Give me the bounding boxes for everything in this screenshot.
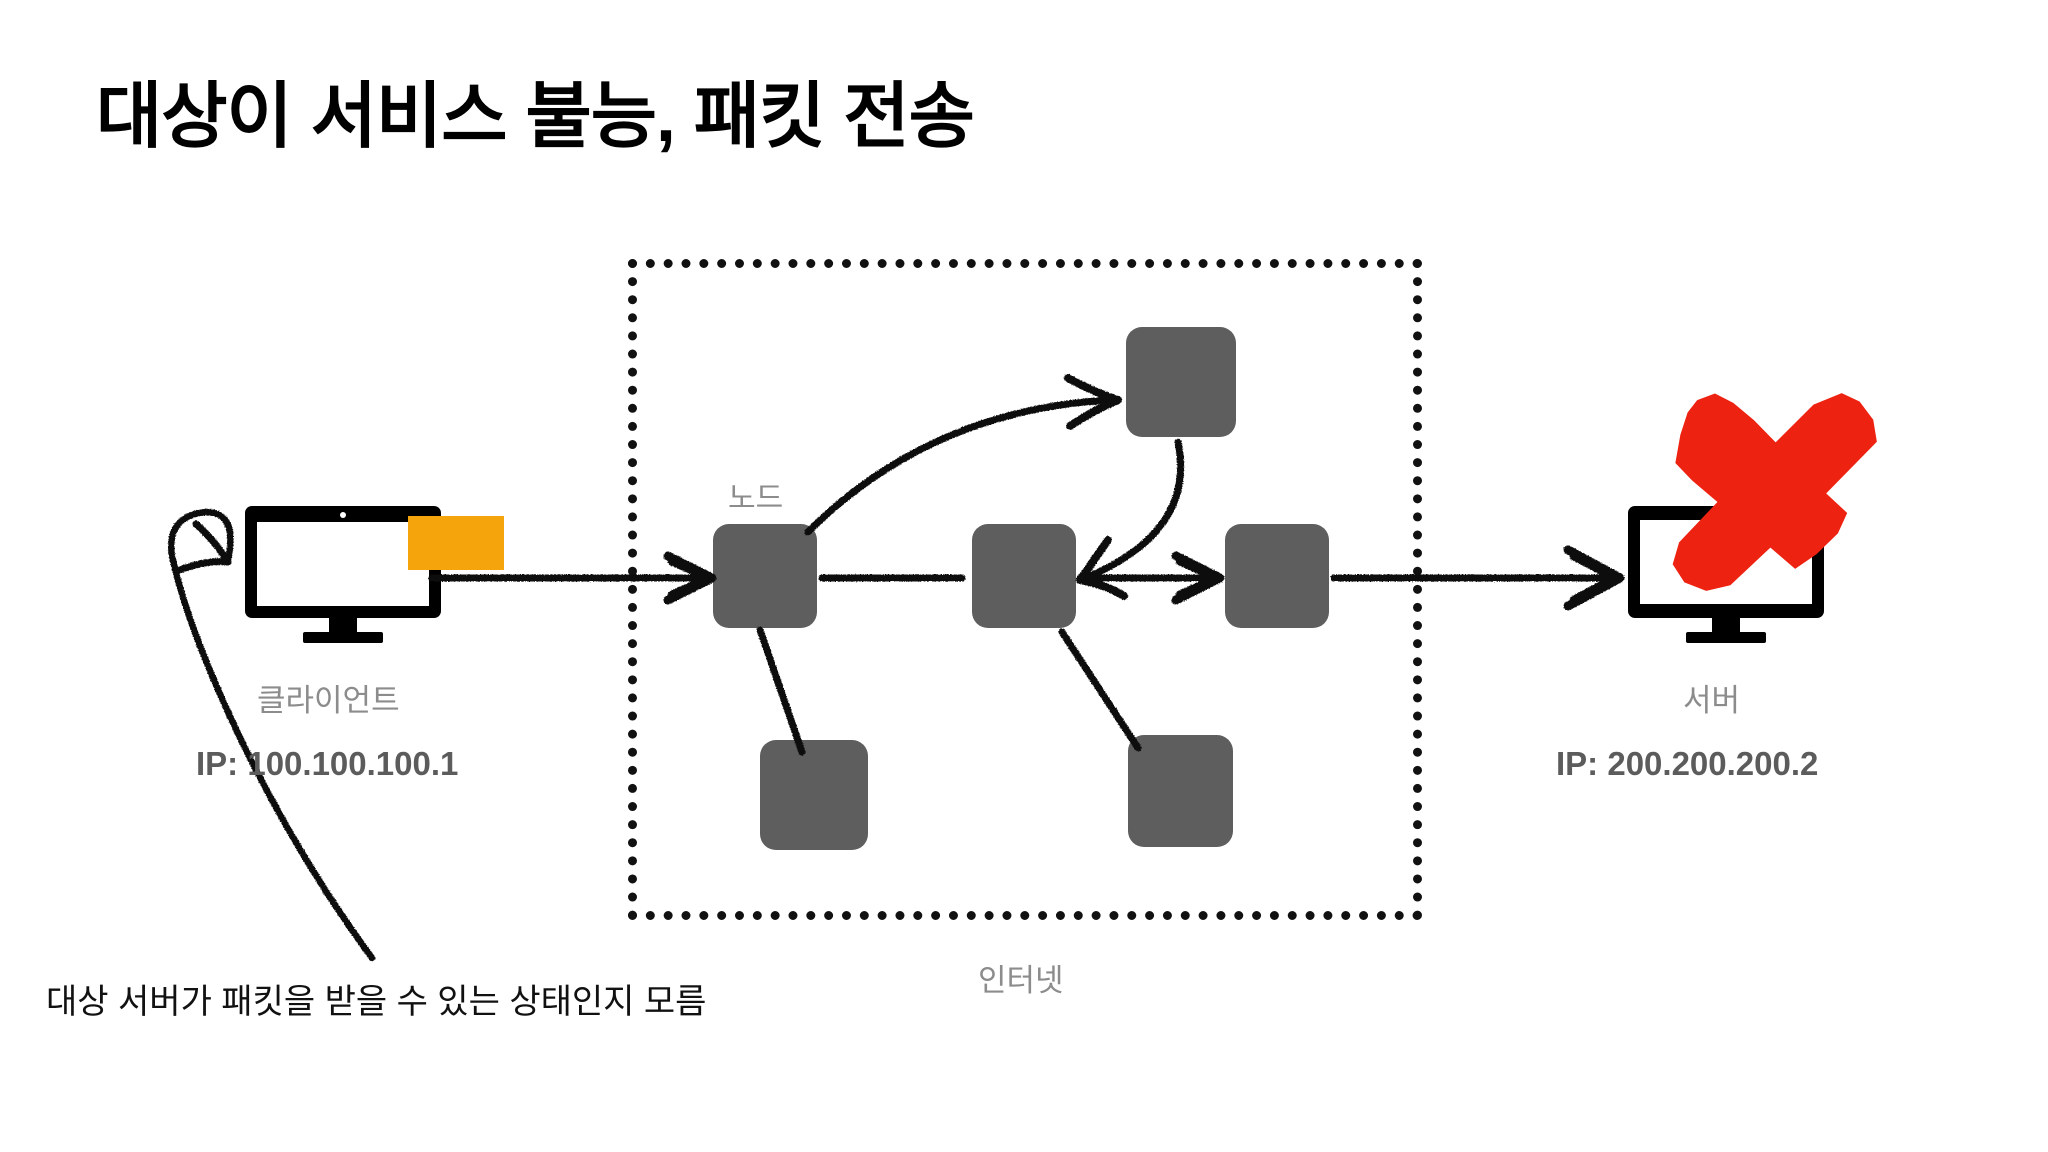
monitor-screen (257, 522, 429, 606)
node-exit (1225, 524, 1329, 628)
monitor-neck (1712, 618, 1740, 634)
page-title: 대상이 서비스 불능, 패킷 전송 (96, 77, 975, 157)
node-lower-left (760, 740, 868, 850)
server-monitor-icon (1628, 506, 1824, 643)
node-entry (713, 524, 817, 628)
node-top (1126, 327, 1236, 437)
monitor-base (1686, 632, 1766, 643)
node-lower-right (1128, 735, 1233, 847)
monitor-camera-icon (340, 512, 346, 518)
node-middle (972, 524, 1076, 628)
annotation-note: 대상 서버가 패킷을 받을 수 있는 상태인지 모름 (46, 983, 707, 1021)
internet-boundary-box (628, 259, 1422, 920)
monitor-base (303, 632, 383, 643)
client-label: 클라이언트 (257, 683, 400, 718)
server-ip-address: IP: 200.200.200.2 (1556, 745, 1819, 782)
client-ip-address: IP: 100.100.100.1 (196, 745, 459, 782)
node-label: 노드 (728, 482, 784, 515)
server-label: 서버 (1683, 683, 1741, 718)
internet-label: 인터넷 (978, 963, 1064, 998)
client-packet-tag (408, 516, 504, 570)
monitor-screen (1640, 520, 1812, 604)
